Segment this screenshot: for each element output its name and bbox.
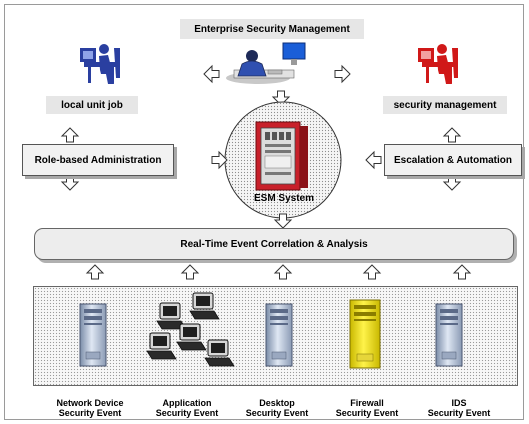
security-management-label: security management (383, 96, 507, 114)
desktop-server-icon (265, 303, 293, 367)
security-manager-icon (418, 44, 458, 84)
source-label-firewall: Firewall Security Event (312, 398, 422, 418)
operator-desk-icon (226, 42, 306, 84)
source-label-line1: Desktop (259, 398, 295, 408)
network-device-server-icon (79, 303, 107, 367)
ids-server-icon (435, 303, 463, 367)
esm-system-label: ESM System (253, 193, 315, 204)
source-label-ids: IDS Security Event (404, 398, 514, 418)
esm-system-node (224, 101, 342, 219)
diagram-frame (4, 4, 524, 420)
source-label-network-device: Network Device Security Event (30, 398, 150, 418)
source-label-line2: Security Event (245, 408, 309, 418)
local-unit-user-icon (80, 44, 120, 84)
source-label-desktop: Desktop Security Event (222, 398, 332, 418)
source-label-application: Application Security Event (132, 398, 242, 418)
diagram-title: Enterprise Security Management (180, 19, 364, 39)
source-label-line1: Firewall (350, 398, 384, 408)
source-label-line2: Security Event (58, 408, 122, 418)
source-label-line2: Security Event (427, 408, 491, 418)
local-unit-job-label: local unit job (46, 96, 138, 114)
source-label-line1: Application (162, 398, 212, 408)
event-correlation-bar: Real-Time Event Correlation & Analysis (34, 228, 514, 260)
source-label-line1: IDS (451, 398, 467, 408)
source-label-line2: Security Event (155, 408, 219, 418)
source-label-line2: Security Event (335, 408, 399, 418)
escalation-automation-box: Escalation & Automation (384, 144, 522, 176)
role-based-administration-box: Role-based Administration (22, 144, 174, 176)
application-pcs-icon (146, 292, 235, 367)
source-label-line1: Network Device (56, 398, 124, 408)
firewall-icon (349, 299, 381, 369)
event-correlation-label: Real-Time Event Correlation & Analysis (180, 238, 368, 250)
